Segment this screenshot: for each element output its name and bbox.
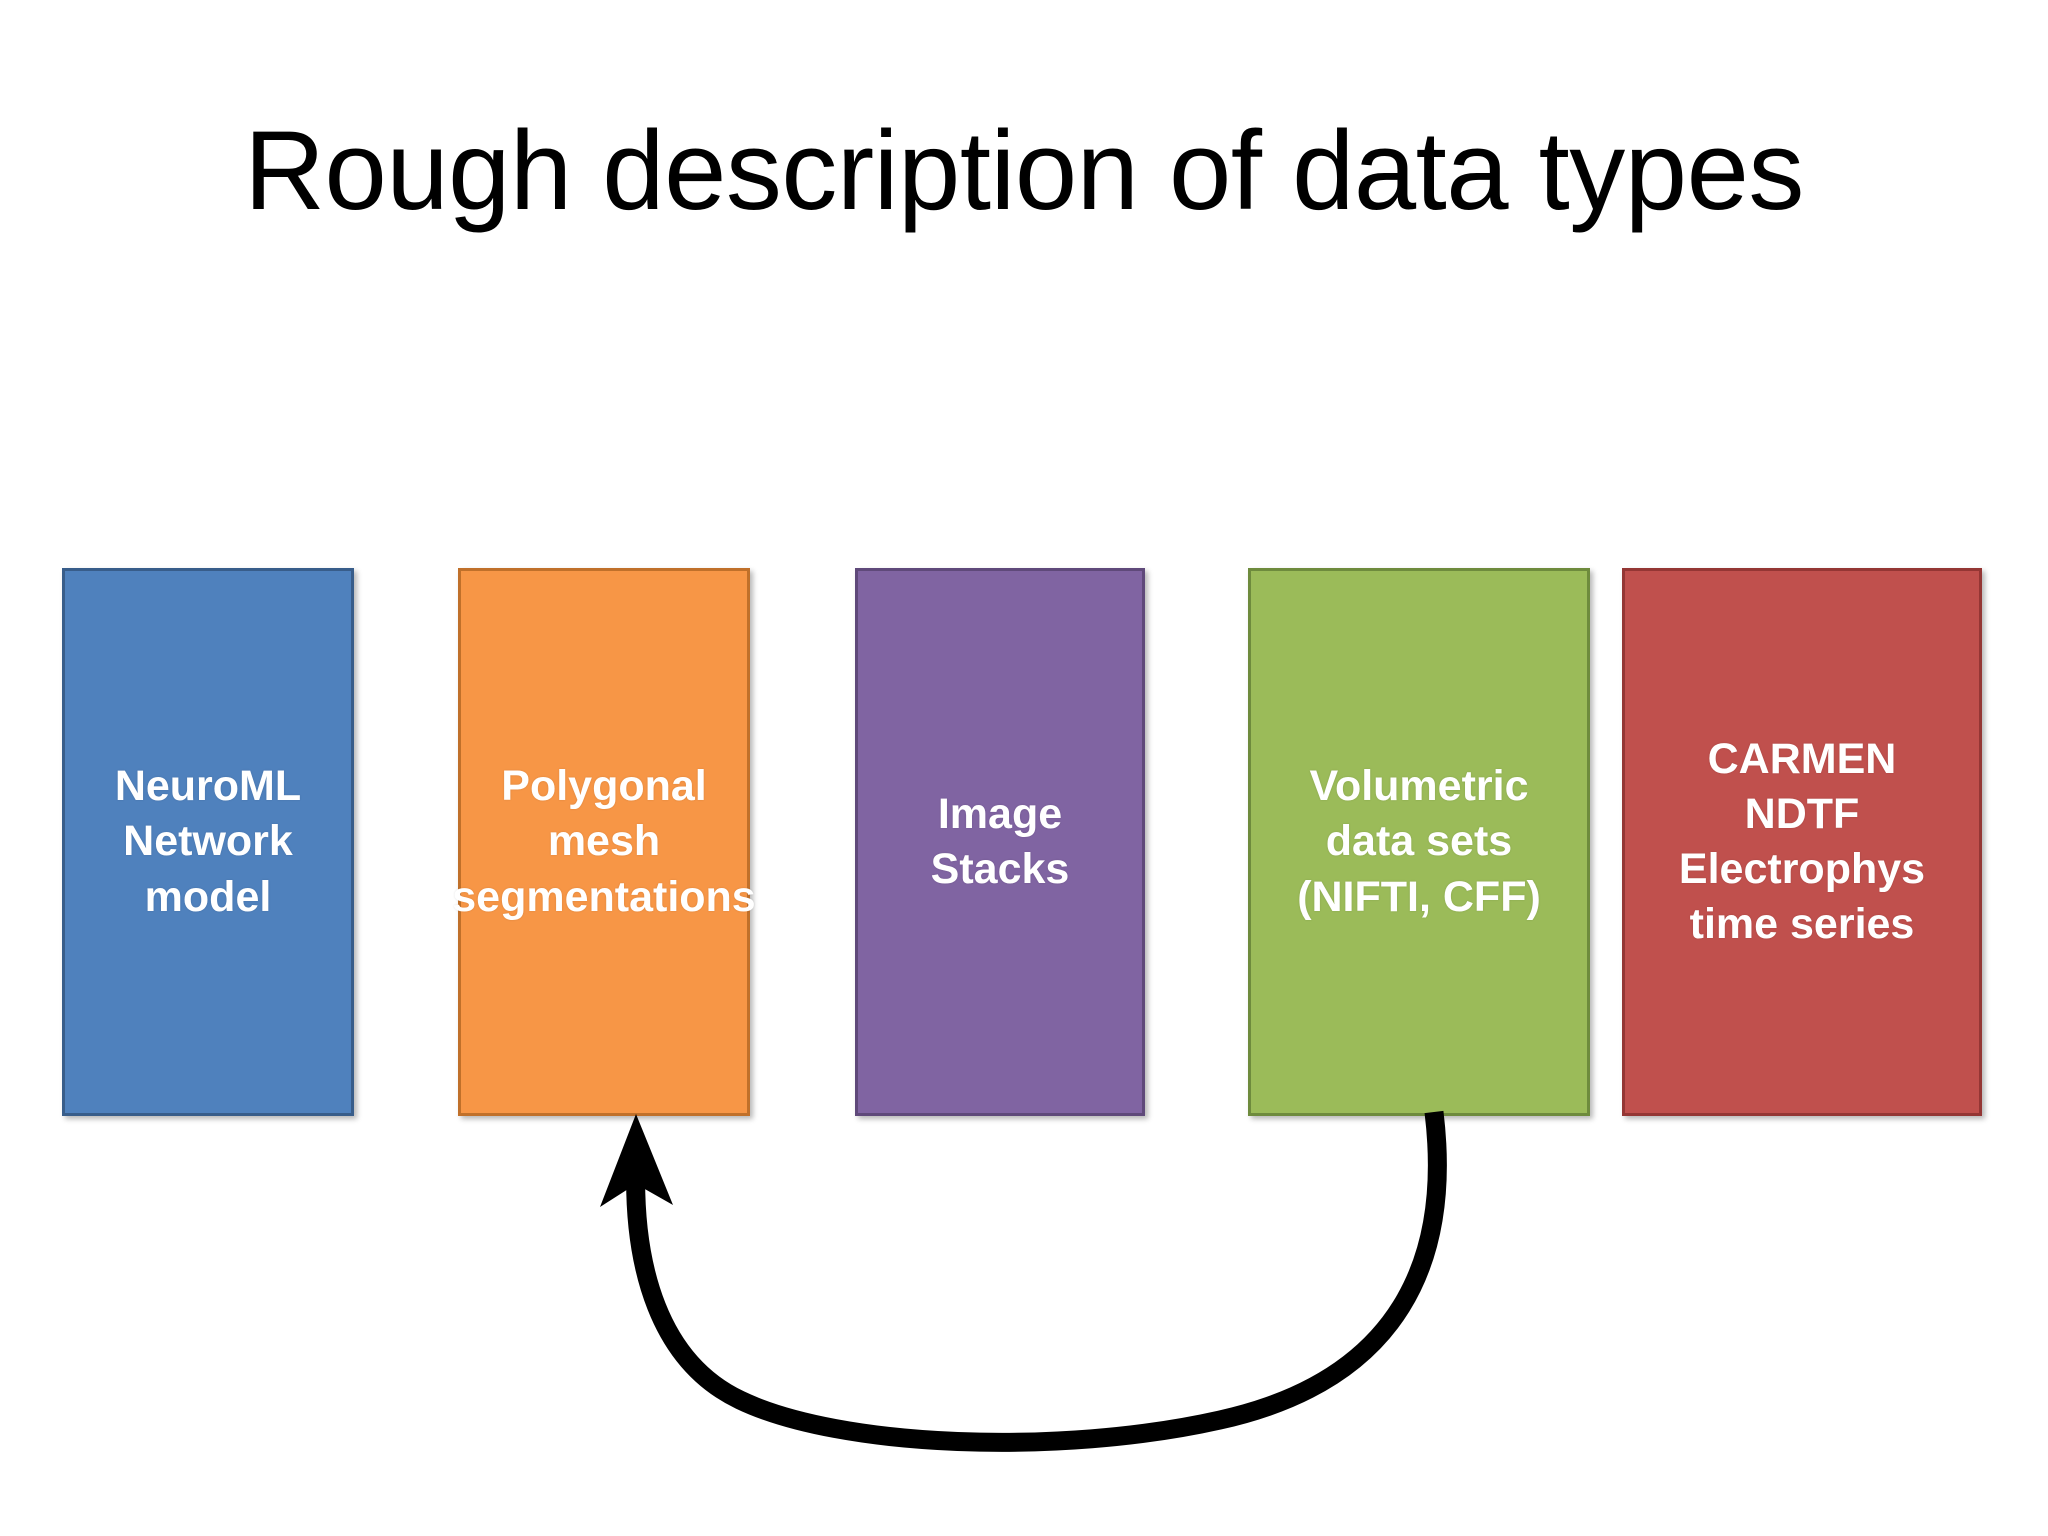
box-label-image-stacks: Image Stacks (930, 789, 1070, 893)
page-title: Rough description of data types (244, 108, 1804, 233)
arrow-head-icon (600, 1114, 673, 1207)
curved-arrow-icon (626, 1110, 1447, 1452)
data-type-box-image-stacks[interactable]: Image Stacks (855, 568, 1145, 1116)
